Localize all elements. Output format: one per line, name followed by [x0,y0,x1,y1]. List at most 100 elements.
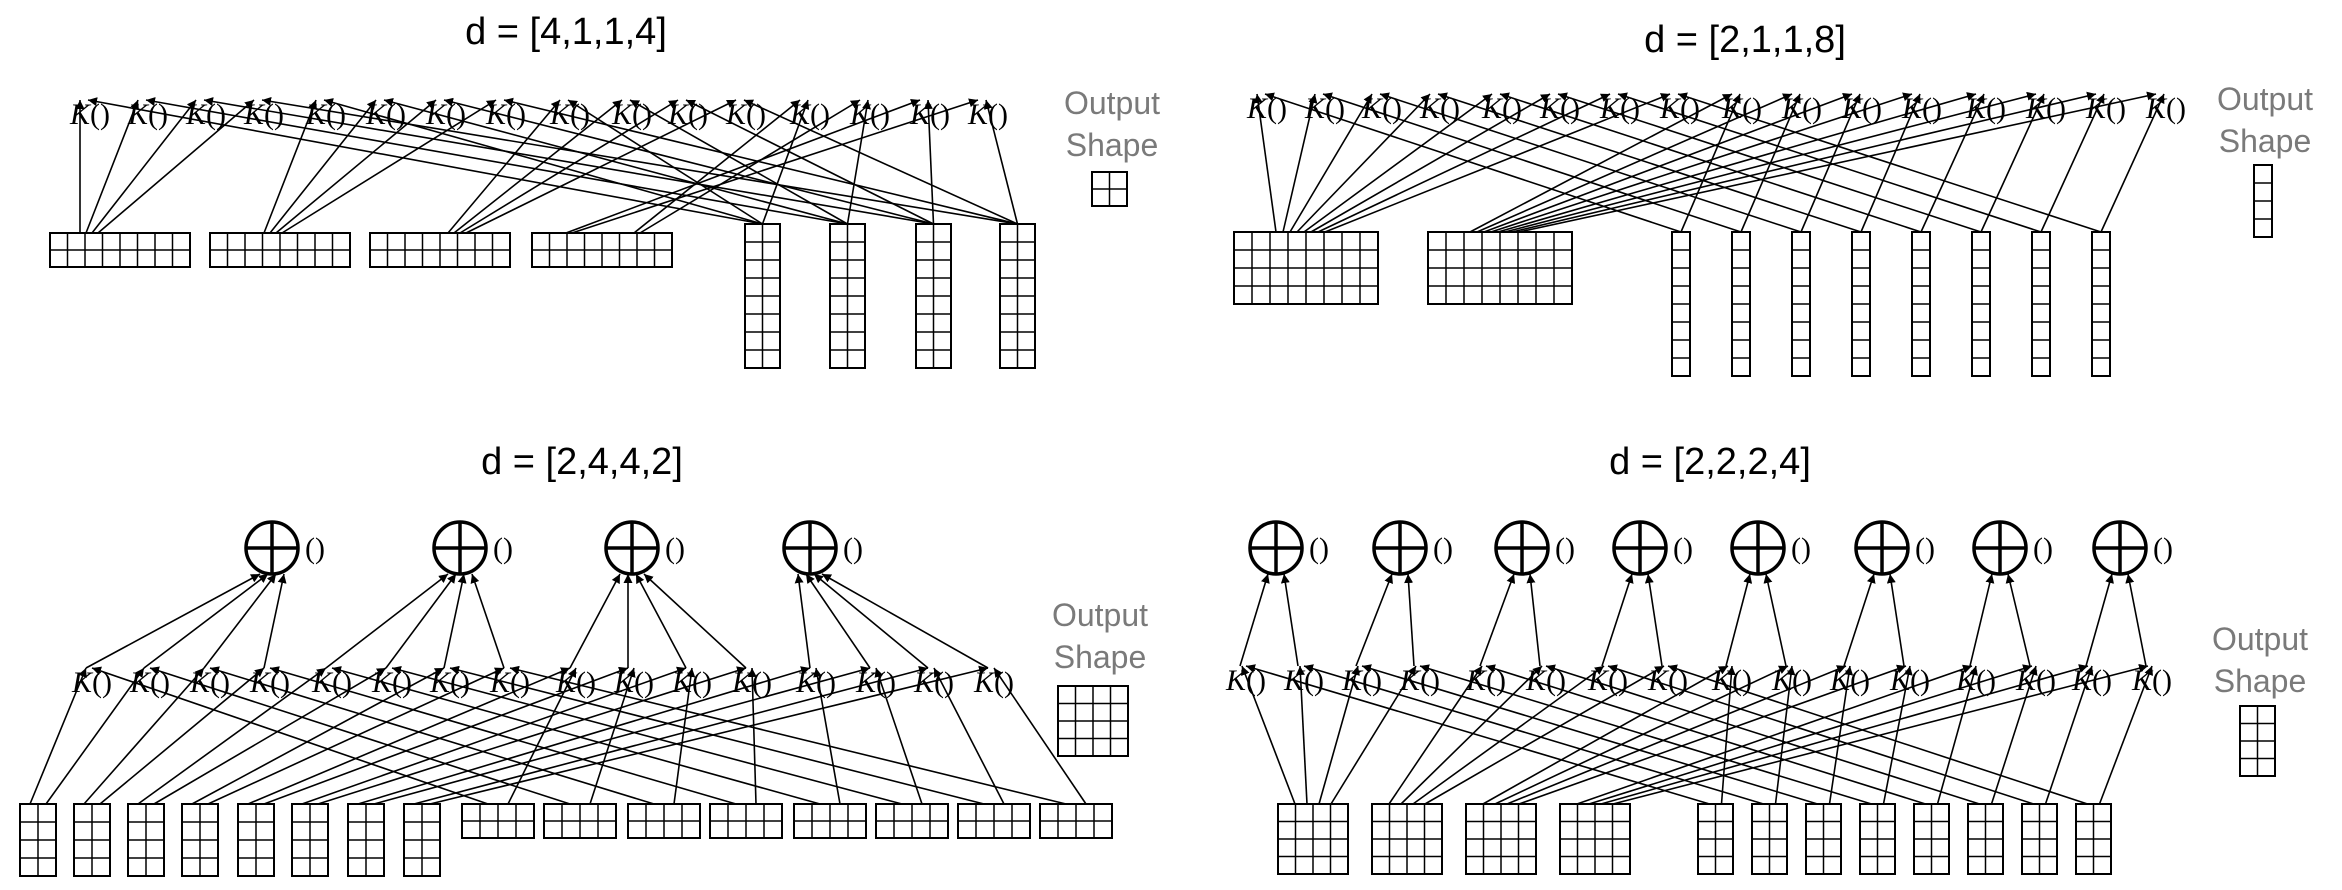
p4-sum-node-8 [2092,520,2148,576]
p2-column-grid-2 [1731,231,1751,377]
p3-kernel-node-5: K() [311,666,352,699]
edge-arrow [97,99,255,234]
edge-arrow [1324,93,1671,233]
edge-arrow [503,97,1018,225]
p3-vertical-grid-7 [347,803,385,877]
p3-kernel-node-4: K() [249,666,290,699]
edge-arrow [1485,664,1926,805]
edge-arrow [263,573,287,669]
edge-arrow [1424,665,1665,805]
edge-arrow [639,99,861,234]
p1-horizontal-grid-3 [369,232,511,268]
edge-arrow [143,573,269,669]
p2-kernel-node-1: K() [1246,92,1287,125]
p3-vertical-grid-2 [73,803,111,877]
edge-arrow [385,573,457,669]
edge-arrow [87,97,763,225]
edge-arrow [933,667,1005,805]
edge-arrow [281,99,497,234]
edge-arrow [813,573,929,669]
p3-horizontal-grid-8 [1039,803,1113,839]
edge-arrow [1601,573,1634,667]
edge-arrow [447,99,561,234]
edge-arrow [1379,92,1802,233]
p4-kernel-node-13: K() [1955,664,1996,697]
p2-kernel-node-16: K() [2145,92,2186,125]
edge-arrow [1330,665,1417,805]
p4-kernel-node-16: K() [2131,664,2172,697]
p2-column-grid-8 [2091,231,2111,377]
edge-arrow [1241,665,1296,805]
p1-horizontal-grid-2 [209,232,351,268]
edge-arrow [1296,93,1431,233]
p3-vertical-grid-1 [19,803,57,877]
p2-block-grid-1 [1233,231,1379,305]
edge-arrow [1479,573,1516,667]
p1-kernel-node-7: K() [425,98,466,131]
edge-arrow [1969,573,1995,667]
edge-arrow [85,99,139,234]
p2-column-grid-6 [1971,231,1991,377]
edge-arrow [1774,665,1796,805]
edge-arrow [145,97,848,225]
p4-vertical-grid-2 [1751,803,1788,875]
edge-arrow [1419,664,1872,805]
edge-arrow [1245,664,1710,805]
p4-kernel-node-11: K() [1829,664,1870,697]
p2-kernel-node-15: K() [2085,92,2126,125]
p4-vertical-grid-4 [1859,803,1896,875]
edge-arrow [1499,92,1922,233]
edge-arrow [794,573,811,669]
p4-kernel-node-4: K() [1399,664,1440,697]
p3-kernel-node-1: K() [71,666,112,699]
edge-arrow [317,666,747,805]
p1-horizontal-grid-1 [49,232,191,268]
edge-arrow [99,667,265,805]
p2-kernel-node-3: K() [1361,92,1402,125]
p3-kernel-node-13: K() [795,666,836,699]
p1-kernel-node-16: K() [967,98,1008,131]
edge-arrow [1289,93,1373,233]
edge-arrow [1612,663,2149,805]
p1-kernel-node-4: K() [243,98,284,131]
edge-arrow [2040,93,2105,233]
p2-kernel-node-12: K() [1901,92,1942,125]
edge-arrow [323,98,763,225]
p4-sum-node-6 [1854,520,1910,576]
p4-vertical-grid-7 [2021,803,2058,875]
edge-arrow [1318,665,1360,805]
edge-arrow [275,99,437,234]
p1-vertical-grid-1 [744,223,781,369]
edge-arrow [1920,93,1985,233]
edge-arrow [2100,93,2165,233]
p4-kernel-node-15: K() [2071,664,2112,697]
edge-arrow [83,667,205,805]
p1-output-shape-grid [1091,171,1128,207]
edge-arrow [2005,573,2031,667]
edge-arrow [633,99,801,234]
edge-arrow [1361,664,1818,805]
p1-kernel-node-12: K() [725,98,766,131]
p3-sum-node-3 [604,520,660,576]
edge-arrow [1264,92,1682,233]
p4-vertical-grid-5 [1913,803,1950,875]
edge-arrow [373,666,871,805]
p2-kernel-node-7: K() [1599,92,1640,125]
panel-title-4: d = [2,2,2,4] [1609,441,1811,483]
p1-kernel-node-13: K() [789,98,830,131]
p2-column-grid-7 [2031,231,2051,377]
edge-arrow [805,573,871,669]
edge-arrow [2085,573,2114,667]
edge-arrow [269,99,377,234]
edge-arrow [1588,664,2033,805]
edge-arrow [993,667,1087,805]
output-shape-label-2: Output Shape [2217,81,2313,159]
p1-kernel-node-14: K() [849,98,890,131]
sum-node-paren: () [493,532,513,565]
edge-arrow [1936,665,1978,805]
output-shape-label-1: Output Shape [1064,85,1160,163]
p4-block-grid-3 [1465,803,1537,875]
p2-column-grid-1 [1671,231,1691,377]
p3-kernel-node-16: K() [973,666,1014,699]
edge-arrow [331,666,821,805]
